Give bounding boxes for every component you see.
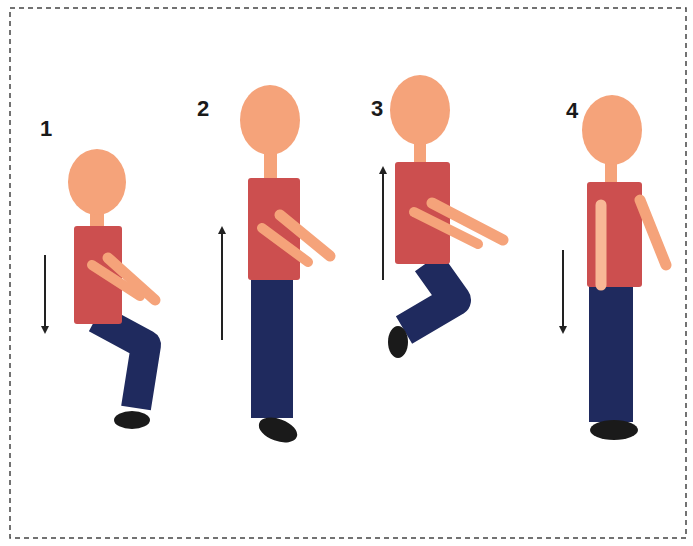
arm: [432, 203, 503, 240]
shoe: [114, 411, 150, 429]
torso: [587, 182, 642, 287]
shoe: [388, 326, 408, 358]
callout-number: 4: [566, 100, 578, 122]
arm: [596, 205, 607, 285]
arm: [108, 258, 155, 300]
head: [240, 85, 300, 155]
legs: [404, 262, 455, 330]
head: [68, 149, 126, 215]
figure-squat: [45, 149, 155, 429]
legs: [251, 278, 293, 418]
figure-landing: [563, 95, 666, 440]
motion-arrow: [44, 255, 46, 330]
shoe: [590, 420, 638, 440]
head: [582, 95, 642, 165]
arm: [640, 200, 666, 265]
shoe: [255, 413, 300, 447]
neck: [605, 162, 617, 184]
motion-arrow: [382, 170, 384, 280]
callout-number: 1: [40, 118, 52, 140]
callout-number: 2: [197, 98, 209, 120]
callout-number: 3: [371, 98, 383, 120]
figure-extend: [222, 85, 330, 447]
legs: [589, 285, 633, 422]
motion-arrow: [221, 230, 223, 340]
head: [390, 75, 450, 145]
legs: [96, 318, 146, 408]
motion-arrow: [562, 250, 564, 330]
dashed-frame: [10, 8, 686, 538]
figure-airborne: [383, 75, 503, 358]
arm: [280, 215, 330, 256]
